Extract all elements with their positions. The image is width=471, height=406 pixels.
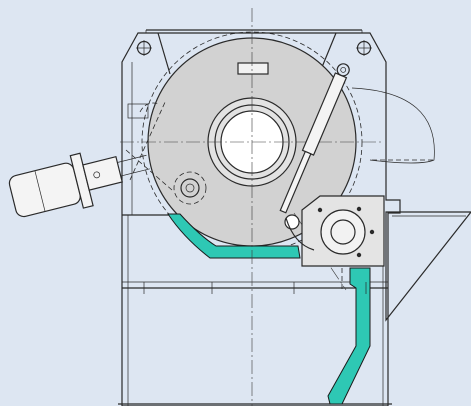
hydraulic-cylinder [279,63,435,230]
inspection-slot [237,62,269,75]
crosshair-circle-icon [136,40,152,56]
gear-arm [285,217,315,251]
cylinder-rod [279,150,312,214]
mounting-holes [136,40,372,56]
motor-coupling [82,155,123,191]
swing-arc [351,87,435,164]
bolt-marks [143,282,367,294]
right-liner [327,267,371,405]
flange-bearing-icon [320,209,366,255]
hopper-left-wall [157,32,171,75]
lower-liner [167,213,301,259]
discharge-chute [385,211,471,322]
drive-motor [8,152,150,218]
belt-guard [125,99,173,191]
wear-liners [167,213,371,405]
sprocket [173,171,207,205]
crosshair-circle-icon [356,40,372,56]
housing-outline [121,32,401,406]
gearbox [285,195,385,267]
